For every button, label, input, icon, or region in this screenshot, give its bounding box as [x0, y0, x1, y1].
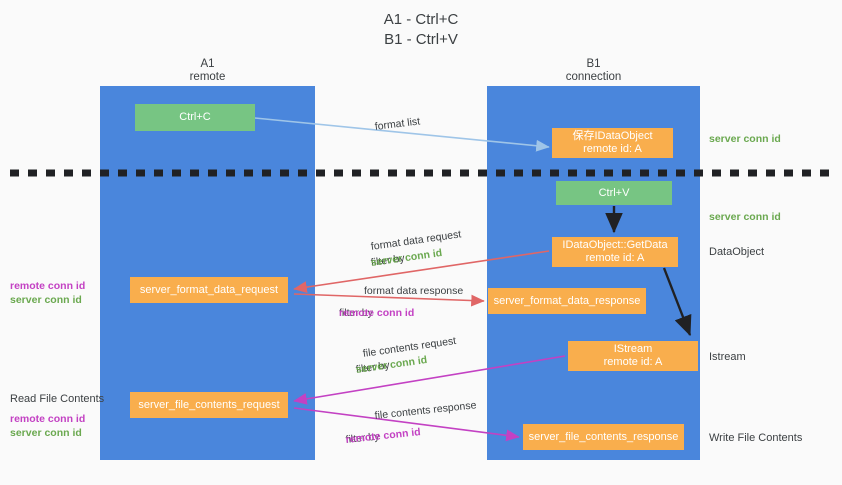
left-label-remote-conn-id-1: remote conn id — [10, 280, 86, 292]
left-label-server-conn-id-2: server conn id — [10, 427, 82, 439]
left-label-server-conn-id-1: server conn id — [10, 294, 82, 306]
box-server-file-contents-response[interactable]: server_file_contents_response — [523, 424, 684, 450]
right-label-dataobject: DataObject — [709, 246, 765, 258]
box-server-format-data-response[interactable]: server_format_data_response — [488, 288, 646, 314]
box-ctrl-c[interactable]: Ctrl+C — [135, 104, 255, 131]
edge-label-file-contents-response: file contents response — [374, 399, 477, 422]
box-istream[interactable]: IStream remote id: A — [568, 341, 698, 371]
column-header-b1: B1 connection — [565, 58, 622, 83]
filter-key-remote-conn-id: remote conn id — [339, 307, 415, 319]
right-label-server-conn-id-top: server conn id — [709, 133, 781, 145]
right-label-istream: Istream — [709, 351, 746, 363]
edge-label-format-data-response: format data response — [364, 285, 464, 297]
right-label-write-file-contents: Write File Contents — [709, 432, 803, 444]
diagram-title: A1 - Ctrl+C B1 - Ctrl+V — [383, 11, 459, 48]
box-server-file-contents-request[interactable]: server_file_contents_request — [130, 392, 288, 418]
column-header-a1: A1 remote — [189, 58, 226, 83]
box-idataobject-getdata[interactable]: IDataObject::GetData remote id: A — [552, 237, 678, 267]
box-server-format-data-request[interactable]: server_format_data_request — [130, 277, 288, 303]
filter-prefix-text: filter by — [339, 307, 373, 319]
box-idataobject[interactable]: 保存IDataObject remote id: A — [552, 128, 673, 158]
filter-key-remote-conn-id: remote conn id — [345, 426, 422, 446]
left-label-remote-conn-id-2: remote conn id — [10, 413, 86, 425]
right-label-server-conn-id-mid: server conn id — [709, 211, 781, 223]
left-label-read-file-contents: Read File Contents — [10, 393, 105, 405]
box-ctrl-v[interactable]: Ctrl+V — [556, 181, 672, 205]
edge-label-format-list: format list — [374, 115, 421, 133]
